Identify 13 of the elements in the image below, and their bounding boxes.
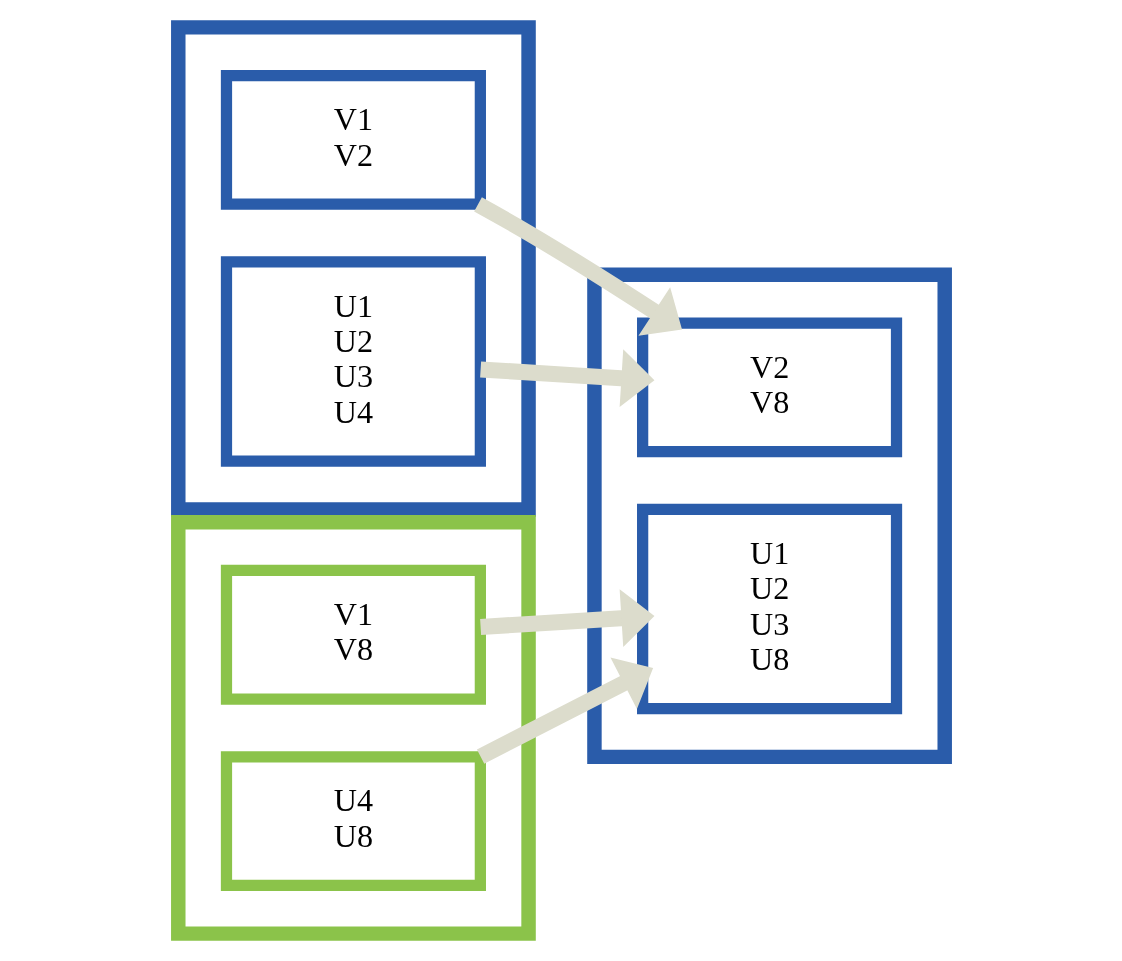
node-box: V2 V8 (636, 317, 902, 458)
node-box: U1 U2 U3 U8 (636, 503, 902, 715)
cluster (586, 267, 952, 765)
cluster (170, 515, 536, 941)
node-box: U4 U8 (220, 751, 486, 892)
arrow (479, 589, 654, 648)
arrow (476, 657, 653, 764)
node-box: V1 V8 (220, 564, 486, 705)
arrow (479, 349, 654, 408)
node-box: U1 U2 U3 U4 (220, 256, 486, 467)
node-box: V1 V2 (220, 69, 486, 210)
cluster (170, 20, 536, 517)
arrow (473, 197, 682, 336)
